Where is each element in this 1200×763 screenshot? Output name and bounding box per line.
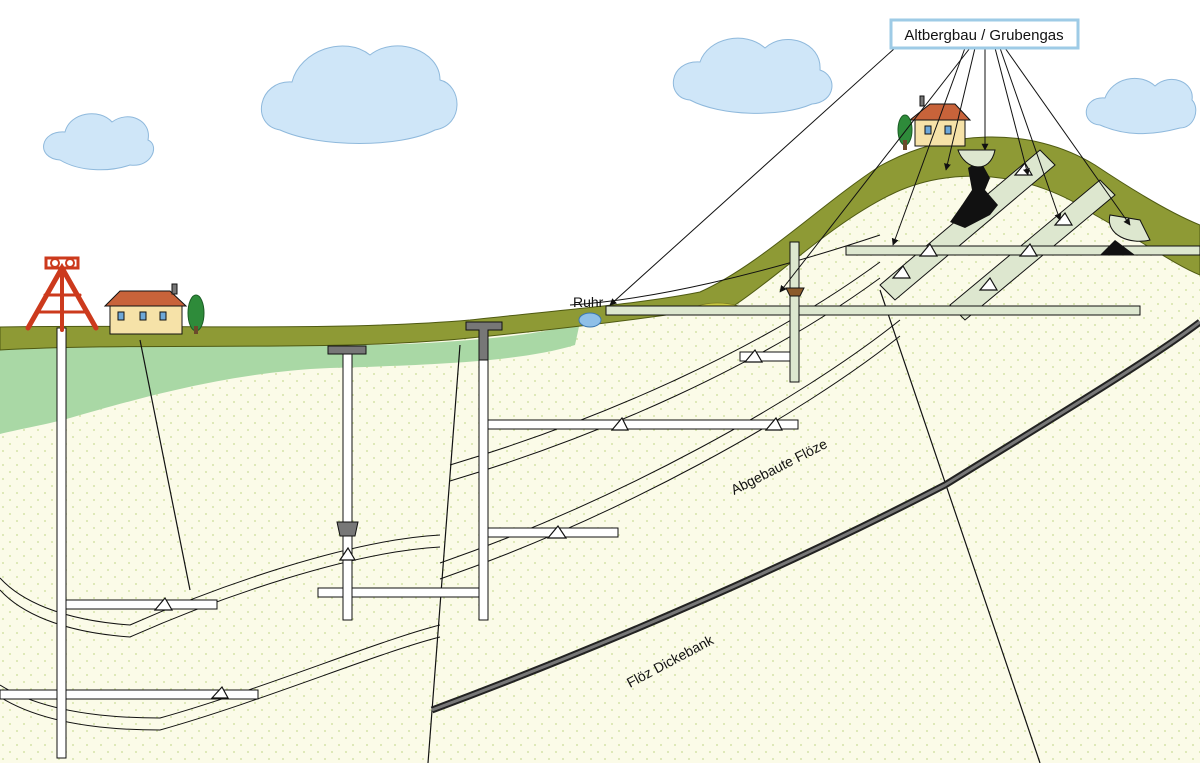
mining-face-markers bbox=[153, 161, 1074, 699]
bedrock-layer bbox=[0, 150, 1200, 763]
callout-box bbox=[889, 18, 1080, 50]
cloud-icon-2 bbox=[261, 45, 458, 144]
mine-headframe-icon bbox=[25, 256, 99, 332]
house-icon-hill bbox=[908, 95, 972, 147]
cloud-icon bbox=[43, 113, 154, 171]
cloud-icon-3 bbox=[673, 37, 833, 114]
shaft-old bbox=[789, 241, 800, 383]
river-label: Ruhr bbox=[573, 294, 604, 310]
callout-arrows bbox=[609, 47, 1131, 306]
tree-icon bbox=[187, 294, 205, 334]
old-mining-pockets bbox=[957, 149, 1151, 242]
shaft-right bbox=[478, 334, 489, 621]
house-icon bbox=[103, 283, 188, 335]
callout-label: Altbergbau / Grubengas bbox=[904, 27, 1063, 44]
cloud-icon-4 bbox=[1085, 77, 1197, 135]
left-seams bbox=[0, 534, 441, 731]
topsoil-layer bbox=[0, 136, 1200, 351]
fault-lines bbox=[139, 289, 1041, 763]
cover-layer bbox=[0, 322, 580, 434]
river-ruhr bbox=[578, 312, 602, 328]
coal-outcrops bbox=[950, 160, 1135, 255]
tree-icon-hill bbox=[897, 114, 913, 150]
shafts bbox=[56, 241, 805, 759]
shaft-left bbox=[56, 327, 67, 759]
shaft-middle bbox=[342, 349, 353, 621]
